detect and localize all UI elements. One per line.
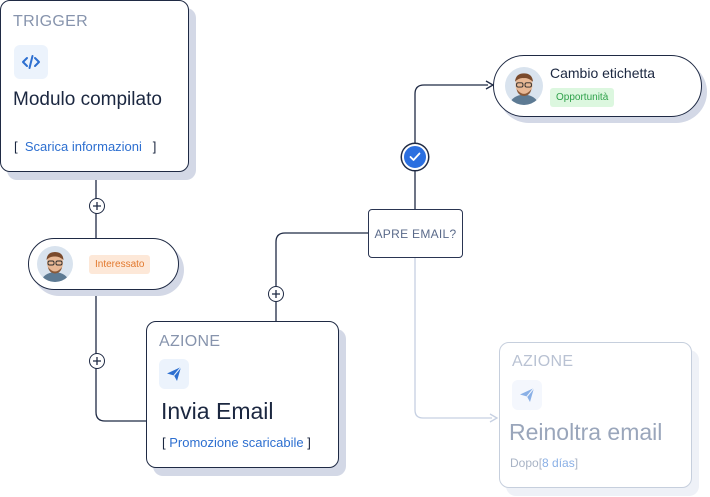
send-icon xyxy=(159,359,189,389)
contact-interessato-pill[interactable]: Interessato xyxy=(28,238,179,290)
download-info-link[interactable]: Scarica informazioni xyxy=(24,139,142,154)
send-icon xyxy=(512,380,542,410)
opens-email-decision[interactable]: APRE EMAIL? xyxy=(368,209,463,258)
bracket-open: [ xyxy=(162,435,166,450)
code-icon xyxy=(14,45,48,79)
forward-email-action-card[interactable]: AZIONE Reinoltra email Dopo[8 días] xyxy=(499,342,692,488)
promo-link[interactable]: Promozione scaricabile xyxy=(169,435,304,450)
label-change-title: Cambio etichetta xyxy=(550,65,656,81)
man-with-glasses-avatar xyxy=(505,67,543,105)
label-change-pill[interactable]: Cambio etichetta Opportunità xyxy=(493,55,702,117)
bracket-close: ] xyxy=(152,139,157,154)
forward-title: Reinoltra email xyxy=(509,419,663,445)
man-with-glasses-avatar xyxy=(37,246,73,282)
check-icon xyxy=(402,144,428,170)
forward-subtitle: Dopo[8 días] xyxy=(510,456,578,470)
trigger-title: Modulo compilato xyxy=(13,89,162,110)
action-subtitle: [ Promozione scaricabile ] xyxy=(162,435,311,450)
trigger-card[interactable]: TRIGGER Modulo compilato [ Scarica infor… xyxy=(0,0,189,172)
add-step-button[interactable] xyxy=(89,353,105,369)
interessato-tag: Interessato xyxy=(89,255,151,274)
bracket-open: [ xyxy=(14,139,18,154)
bracket-close: ] xyxy=(307,435,311,450)
forward-kicker: AZIONE xyxy=(512,353,574,370)
delay-link[interactable]: 8 días xyxy=(542,456,575,470)
action-title: Invia Email xyxy=(161,398,274,424)
action-kicker: AZIONE xyxy=(159,333,221,350)
delay-prefix: Dopo xyxy=(510,456,539,470)
bracket-close: ] xyxy=(574,456,579,470)
trigger-subtitle: [ Scarica informazioni ] xyxy=(14,139,156,154)
send-email-action-card[interactable]: AZIONE Invia Email [ Promozione scaricab… xyxy=(146,321,339,468)
add-step-button[interactable] xyxy=(89,198,105,214)
bracket-open: [ xyxy=(538,456,543,470)
opportunita-tag: Opportunità xyxy=(550,88,615,107)
trigger-kicker: TRIGGER xyxy=(13,13,88,30)
add-step-button[interactable] xyxy=(268,286,284,302)
